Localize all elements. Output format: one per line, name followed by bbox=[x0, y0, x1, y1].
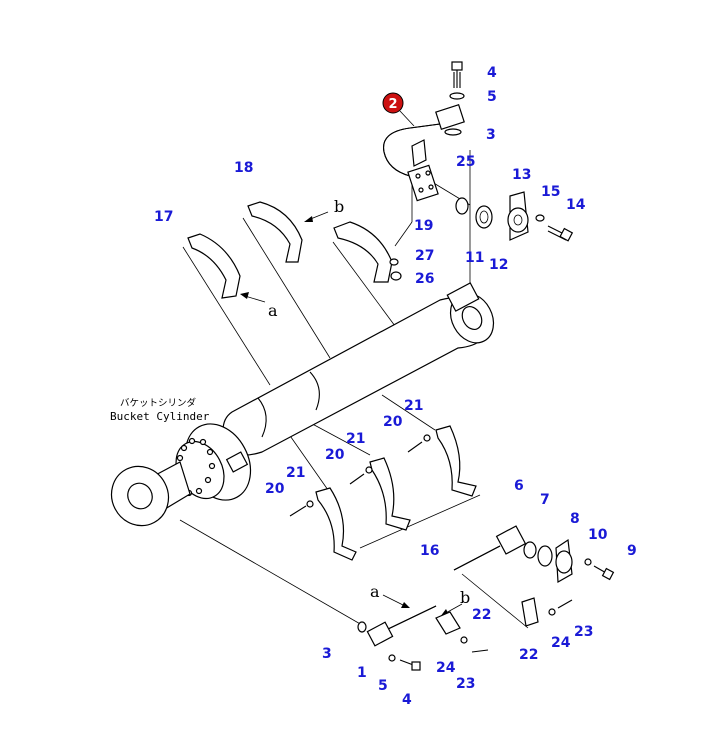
callout-25[interactable]: 25 bbox=[456, 154, 475, 170]
callout-21-a[interactable]: 21 bbox=[404, 398, 423, 414]
callout-27[interactable]: 27 bbox=[415, 248, 434, 264]
callout-24-b[interactable]: 24 bbox=[551, 635, 571, 651]
caption-jp: バケットシリンダ bbox=[120, 397, 197, 409]
callout-24-a[interactable]: 24 bbox=[436, 660, 456, 676]
callout-5-bottom[interactable]: 5 bbox=[378, 678, 388, 694]
top-fasteners bbox=[444, 61, 465, 136]
lower-clamps bbox=[289, 425, 477, 561]
callout-20-b[interactable]: 20 bbox=[325, 447, 345, 463]
letter-b-bottom: b bbox=[460, 588, 470, 607]
callout-19[interactable]: 19 bbox=[414, 218, 433, 234]
callout-1[interactable]: 1 bbox=[357, 665, 367, 681]
callout-20-c[interactable]: 20 bbox=[265, 481, 285, 497]
callout-21-c[interactable]: 21 bbox=[286, 465, 305, 481]
callout-16[interactable]: 16 bbox=[420, 543, 439, 559]
callout-10[interactable]: 10 bbox=[588, 527, 608, 543]
letter-a-bottom: a bbox=[370, 582, 380, 601]
callout-4-bottom[interactable]: 4 bbox=[402, 692, 412, 708]
callout-21-b[interactable]: 21 bbox=[346, 431, 365, 447]
callout-26[interactable]: 26 bbox=[415, 271, 434, 287]
callout-11[interactable]: 11 bbox=[465, 250, 484, 266]
callout-13[interactable]: 13 bbox=[512, 167, 531, 183]
callout-5-top[interactable]: 5 bbox=[487, 89, 497, 105]
callout-23-b[interactable]: 23 bbox=[574, 624, 593, 640]
callout-22-a[interactable]: 22 bbox=[472, 607, 491, 623]
callout-8[interactable]: 8 bbox=[570, 511, 580, 527]
callout-7[interactable]: 7 bbox=[540, 492, 550, 508]
callout-23-a[interactable]: 23 bbox=[456, 676, 475, 692]
callout-9[interactable]: 9 bbox=[627, 543, 637, 559]
upper-clamps bbox=[187, 201, 402, 299]
callout-18[interactable]: 18 bbox=[234, 160, 253, 176]
callout-6[interactable]: 6 bbox=[514, 478, 524, 494]
pipe-2 bbox=[382, 103, 465, 202]
callout-20-a[interactable]: 20 bbox=[383, 414, 403, 430]
callout-15[interactable]: 15 bbox=[541, 184, 560, 200]
callout-17[interactable]: 17 bbox=[154, 209, 173, 225]
callout-22-b[interactable]: 22 bbox=[519, 647, 538, 663]
highlight-badge-part-2[interactable]: 2 bbox=[382, 92, 415, 127]
caption-en: Bucket Cylinder bbox=[110, 410, 210, 423]
letter-b-top: b bbox=[334, 197, 344, 216]
bottom-pipe bbox=[357, 525, 615, 671]
callout-3-bottom[interactable]: 3 bbox=[322, 646, 332, 662]
right-top-fittings bbox=[455, 191, 574, 242]
bucket-cylinder bbox=[110, 282, 495, 527]
letter-a-top: a bbox=[268, 301, 278, 320]
callout-4-top[interactable]: 4 bbox=[487, 65, 497, 81]
callout-3-top[interactable]: 3 bbox=[486, 127, 496, 143]
callout-14[interactable]: 14 bbox=[566, 197, 586, 213]
callouts: 4 5 3 25 13 15 14 18 17 19 27 26 11 12 2… bbox=[154, 65, 637, 708]
highlight-label: 2 bbox=[388, 97, 397, 112]
callout-12[interactable]: 12 bbox=[489, 257, 508, 273]
